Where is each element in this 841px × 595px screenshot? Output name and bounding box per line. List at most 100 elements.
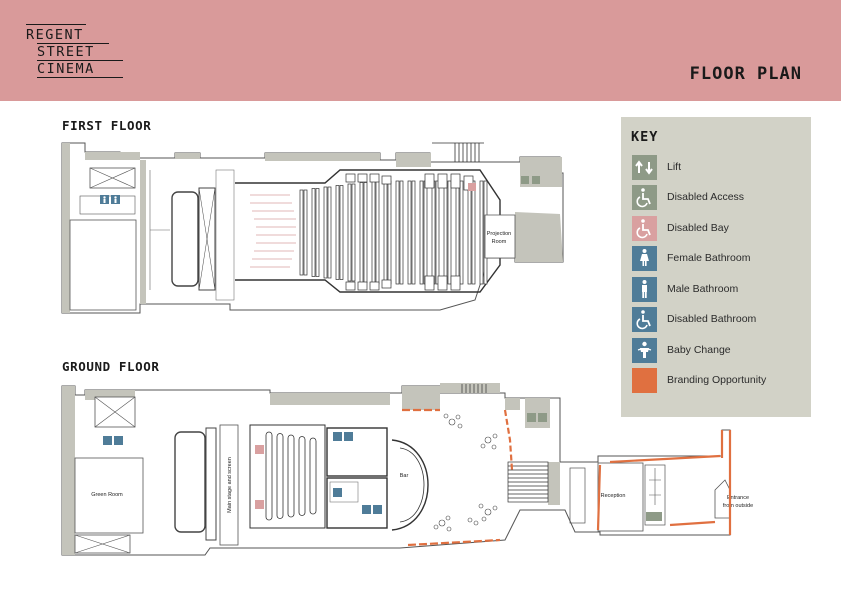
- key-item-disabled-bay: Disabled Bay: [632, 215, 729, 241]
- seat-row: [411, 180, 416, 285]
- seat-row: [459, 180, 464, 285]
- green-room-label: Green Room: [91, 492, 123, 498]
- first-floor-title: FIRST FLOOR: [62, 118, 152, 133]
- bar-label: Bar: [400, 473, 409, 479]
- key-label-male-bathroom: Male Bathroom: [667, 283, 739, 295]
- ground-floor-plan: Green Room Main stage and screen Bar: [61, 383, 753, 556]
- baby-change-icon: [632, 337, 657, 363]
- seat-row: [339, 185, 344, 280]
- seat-row: [359, 182, 364, 283]
- seat-row: [299, 189, 304, 276]
- gf-disabled-access-icon: [538, 413, 547, 422]
- seat-row: [298, 436, 306, 516]
- logo-line-2: STREET: [37, 43, 109, 60]
- ff-female-bathroom-icon: [100, 195, 109, 204]
- entrance-label-line1: Entrance: [727, 495, 749, 501]
- lift-icon: [632, 154, 657, 180]
- wheelchair-icon: [632, 215, 657, 241]
- regent-street-cinema-logo: REGENT STREET CINEMA: [26, 24, 126, 78]
- branding-opportunity-walls: [402, 408, 732, 547]
- key-label-lift: Lift: [667, 161, 682, 173]
- key-item-branding-opportunity: Branding Opportunity: [632, 367, 766, 393]
- gf-disabled-bay-icon-2: [255, 500, 264, 509]
- gf-lift-icon: [527, 413, 536, 422]
- seat-row: [471, 180, 476, 285]
- gf-disabled-bay-icon: [255, 445, 264, 454]
- seat-row: [387, 180, 392, 285]
- seat-row: [311, 188, 316, 277]
- first-floor-plan: Projection Room: [61, 142, 564, 314]
- ground-floor-seating: [265, 431, 317, 521]
- key-label-baby-change: Baby Change: [667, 344, 731, 356]
- seat-row: [375, 180, 380, 285]
- seat-row: [419, 180, 424, 285]
- seat-row: [363, 182, 368, 283]
- key-title: KEY: [631, 129, 659, 145]
- main-stage-label: Main stage and screen: [227, 457, 233, 513]
- seat-row: [479, 180, 484, 285]
- projection-room-label-line1: Projection: [487, 231, 511, 237]
- key-item-disabled-access: Disabled Access: [632, 184, 744, 210]
- key-item-lift: Lift: [632, 154, 681, 180]
- seat-row: [423, 180, 428, 285]
- ff-male-bathroom-icon: [111, 195, 120, 204]
- ff-lift-icon: [521, 176, 529, 184]
- ff-disabled-access-icon: [532, 176, 540, 184]
- seat-row: [309, 437, 317, 515]
- header-banner: REGENT STREET CINEMA FLOOR PLAN: [0, 0, 841, 101]
- gf-male-bathroom-icon: [114, 436, 123, 445]
- seat-row: [395, 180, 400, 285]
- seat-row: [327, 186, 332, 279]
- seat-row: [287, 434, 295, 518]
- seat-row: [276, 433, 284, 519]
- projection-room-label-line2: Room: [492, 239, 507, 245]
- gf-male-bathroom-icon-2: [344, 432, 353, 441]
- wheelchair-icon: [632, 184, 657, 210]
- page-title: FLOOR PLAN: [689, 64, 802, 84]
- gf-female-bathroom-icon-2: [333, 432, 342, 441]
- seat-row: [455, 180, 460, 285]
- reception-label: Reception: [601, 493, 626, 499]
- seat-row: [351, 183, 356, 282]
- seat-row: [303, 189, 308, 276]
- key-label-disabled-bathroom: Disabled Bathroom: [667, 313, 757, 325]
- seat-row: [265, 431, 273, 521]
- ground-floor-title: GROUND FLOOR: [62, 359, 160, 374]
- key-label-branding-opportunity: Branding Opportunity: [667, 374, 767, 386]
- gf-female-bathroom-icon-3: [362, 505, 371, 514]
- seat-row: [431, 180, 436, 285]
- logo-line-1: REGENT: [26, 24, 86, 43]
- seat-row: [407, 180, 412, 285]
- key-item-disabled-bathroom: Disabled Bathroom: [632, 306, 756, 332]
- seat-row: [315, 188, 320, 277]
- key-label-disabled-access: Disabled Access: [667, 191, 745, 203]
- key-panel: KEY Lift Disabled Access Disabled Bay Fe…: [621, 117, 811, 417]
- seat-row: [467, 180, 472, 285]
- key-label-female-bathroom: Female Bathroom: [667, 252, 751, 264]
- seat-row: [447, 180, 452, 285]
- seat-row: [347, 183, 352, 282]
- entrance-label-line2: from outside: [723, 503, 753, 509]
- seat-row: [335, 185, 340, 280]
- gf-lift-icon-2: [646, 512, 662, 521]
- key-item-baby-change: Baby Change: [632, 337, 731, 363]
- key-item-female-bathroom: Female Bathroom: [632, 245, 750, 271]
- wheelchair-icon: [632, 306, 657, 332]
- seat-row: [371, 180, 376, 285]
- gf-female-bathroom-icon: [103, 436, 112, 445]
- branding-swatch: [632, 367, 657, 393]
- key-item-male-bathroom: Male Bathroom: [632, 276, 738, 302]
- seat-row: [383, 180, 388, 285]
- female-icon: [632, 245, 657, 271]
- logo-line-3: CINEMA: [37, 60, 123, 78]
- ff-disabled-bay-icon: [468, 183, 476, 191]
- seat-row: [323, 186, 328, 279]
- seat-row: [435, 180, 440, 285]
- gf-male-bathroom-icon-3: [373, 505, 382, 514]
- gf-disabled-bathroom-icon: [333, 488, 342, 497]
- key-label-disabled-bay: Disabled Bay: [667, 222, 729, 234]
- male-icon: [632, 276, 657, 302]
- seat-row: [399, 180, 404, 285]
- seat-row: [443, 180, 448, 285]
